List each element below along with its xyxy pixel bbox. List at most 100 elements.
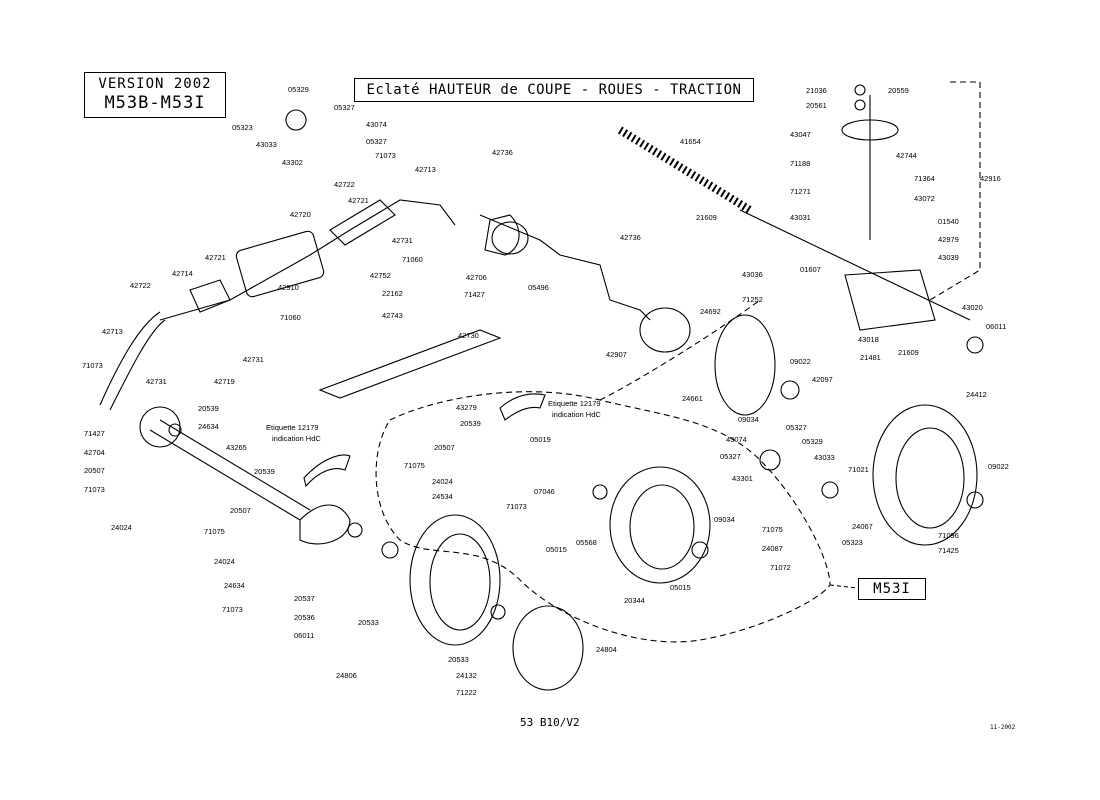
part-label: 42731: [146, 377, 167, 386]
part-label: 42714: [172, 269, 193, 278]
part-label: 42910: [278, 283, 299, 292]
part-label: 24661: [682, 394, 703, 403]
part-label: 20507: [84, 466, 105, 475]
part-label: 71072: [770, 563, 791, 572]
version-box: VERSION 2002 M53B-M53I: [84, 72, 226, 118]
part-label: 09022: [988, 462, 1009, 471]
part-number-labels: 05329 05327 43074 05327 05323 43033 4330…: [82, 85, 1009, 697]
part-label: 41654: [680, 137, 701, 146]
part-label: 71073: [375, 151, 396, 160]
etiquette-right-line2: indication HdC: [552, 410, 601, 419]
part-label: 20539: [460, 419, 481, 428]
part-label: 71075: [762, 525, 783, 534]
part-label: 43074: [366, 120, 387, 129]
part-label: 24634: [224, 581, 245, 590]
part-label: 24067: [852, 522, 873, 531]
part-label: 42752: [370, 271, 391, 280]
part-label: 71427: [84, 429, 105, 438]
part-label: 05327: [786, 423, 807, 432]
drive-shaft: [739, 209, 971, 321]
part-label: 09034: [714, 515, 735, 524]
model-codes: M53B-M53I: [104, 93, 206, 113]
part-label: 71073: [222, 605, 243, 614]
part-label: 43031: [790, 213, 811, 222]
part-label: 71060: [280, 313, 301, 322]
part-label: 71073: [506, 502, 527, 511]
part-label: 42731: [243, 355, 264, 364]
part-label: 42916: [980, 174, 1001, 183]
part-label: 24806: [336, 671, 357, 680]
drive-belt: [318, 329, 502, 399]
part-label: 42722: [334, 180, 355, 189]
part-label: 05015: [546, 545, 567, 554]
part-label: 09034: [738, 415, 759, 424]
part-label: 43302: [282, 158, 303, 167]
front-wheel-m53i: [609, 466, 711, 584]
part-label: 20507: [434, 443, 455, 452]
variant-label-box: M53I: [858, 578, 926, 600]
part-label: 71021: [848, 465, 869, 474]
part-label: 42706: [466, 273, 487, 282]
part-label: 43072: [914, 194, 935, 203]
part-label: 05329: [288, 85, 309, 94]
etiquette-left-line1: Etiquette 12179: [266, 423, 319, 432]
part-label: 43020: [962, 303, 983, 312]
drawing-reference: 53 B10/V2: [520, 716, 580, 729]
drawing-date: 11-2002: [990, 724, 1016, 731]
part-label: 71060: [402, 255, 423, 264]
cable-sleeve: [235, 230, 325, 298]
part-label: 71073: [82, 361, 103, 370]
hub-cap: [512, 605, 584, 691]
version-year: VERSION 2002: [98, 76, 212, 92]
part-label: 71425: [938, 546, 959, 555]
part-label: 42721: [348, 196, 369, 205]
front-wheel-right: [872, 404, 978, 546]
part-label: 24024: [432, 477, 453, 486]
part-label: 42979: [938, 235, 959, 244]
left-bracket-plate: [139, 406, 181, 448]
part-label: 71271: [790, 187, 811, 196]
part-label: 71364: [914, 174, 935, 183]
part-label: 24024: [111, 523, 132, 532]
part-label: 21036: [806, 86, 827, 95]
part-label: 20537: [294, 594, 315, 603]
part-label: 43279: [456, 403, 477, 412]
part-label: 05019: [530, 435, 551, 444]
part-label: 43265: [226, 443, 247, 452]
part-label: 20533: [448, 655, 469, 664]
part-label: 24132: [456, 671, 477, 680]
part-label: 01540: [938, 217, 959, 226]
diagram-title: Eclaté HAUTEUR de COUPE - ROUES - TRACTI…: [354, 78, 754, 102]
part-label: 24534: [432, 492, 453, 501]
part-label: 07046: [534, 487, 555, 496]
part-label: 42097: [812, 375, 833, 384]
part-label: 71073: [84, 485, 105, 494]
rear-wheel-left: [409, 514, 501, 646]
part-label: 21609: [696, 213, 717, 222]
part-label: 24692: [700, 307, 721, 316]
part-label: 20559: [888, 86, 909, 95]
part-label: 06011: [986, 322, 1006, 331]
etiquette-right-line1: Etiquette 12179: [548, 399, 601, 408]
part-label: 71075: [404, 461, 425, 470]
part-label: 42721: [205, 253, 226, 262]
part-label: 20533: [358, 618, 379, 627]
part-label: 21609: [898, 348, 919, 357]
part-label: 21481: [860, 353, 881, 362]
m53i-dashed-outline: [375, 391, 831, 643]
part-label: 42730: [458, 331, 479, 340]
part-label: 24634: [198, 422, 219, 431]
part-label: 05327: [366, 137, 387, 146]
part-label: 71096: [938, 531, 959, 540]
part-label: 42907: [606, 350, 627, 359]
etiquette-notes: Etiquette 12179 indication HdC Etiquette…: [266, 399, 601, 443]
part-label: 42704: [84, 448, 105, 457]
part-label: 43074: [726, 435, 747, 444]
part-label: 42720: [290, 210, 311, 219]
part-label: 20344: [624, 596, 645, 605]
part-label: 24412: [966, 390, 987, 399]
part-label: 43036: [742, 270, 763, 279]
part-label: 42736: [492, 148, 513, 157]
